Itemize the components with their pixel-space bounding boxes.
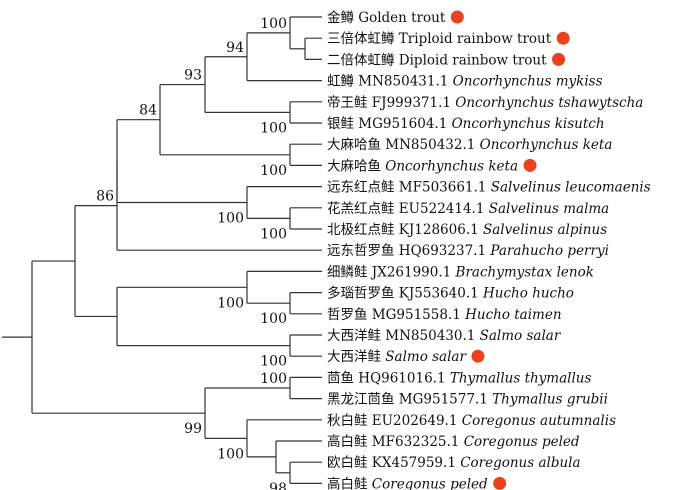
bootstrap-c_thym_coreg: 99 bbox=[184, 421, 202, 437]
taxon-label: 高白鲑 MF632325.1 Coregonus peled bbox=[327, 433, 580, 450]
bootstrap-values: 1009410093100841001008610010010010098100… bbox=[96, 16, 287, 490]
taxon-label: 大西洋鲑 Salmo salar bbox=[327, 349, 467, 365]
taxon-label: 多瑙哲罗鱼 KJ553640.1 Hucho hucho bbox=[327, 285, 574, 302]
bootstrap-c_malma: 100 bbox=[260, 226, 287, 242]
taxon-label: 高白鲑 Coregonus peled bbox=[327, 475, 488, 490]
taxon-label: 大麻哈鱼 MN850432.1 Oncorhynchus keta bbox=[327, 136, 612, 153]
tree-branches bbox=[2, 16, 322, 484]
sample-marker-dot bbox=[556, 31, 570, 45]
taxon-label: 远东红点鲑 MF503661.1 Salvelinus leucomaenis bbox=[327, 180, 651, 196]
taxon-label: 金鳟 Golden trout bbox=[327, 10, 446, 26]
taxon-label: 黑龙江茴鱼 MG951577.1 Thymallus grubii bbox=[327, 391, 608, 408]
bootstrap-c_salmo: 100 bbox=[260, 354, 287, 370]
bootstrap-c_thym: 100 bbox=[260, 371, 287, 387]
taxon-label: 欧白鲑 KX457959.1 Coregonus albula bbox=[327, 455, 581, 471]
taxon-label: 帝王鲑 FJ999371.1 Oncorhynchus tshawytscha bbox=[327, 95, 643, 111]
bootstrap-c_golden: 100 bbox=[260, 16, 287, 32]
sample-marker-dot bbox=[552, 52, 566, 66]
bootstrap-c_para: 86 bbox=[96, 189, 114, 205]
bootstrap-c_keta: 100 bbox=[260, 163, 287, 179]
sample-marker-dot bbox=[471, 349, 485, 363]
sample-marker-dot bbox=[493, 476, 507, 490]
sample-markers bbox=[450, 10, 570, 490]
taxon-label: 茴鱼 HQ961016.1 Thymallus thymallus bbox=[327, 369, 591, 386]
sample-marker-dot bbox=[450, 10, 464, 24]
bootstrap-c_mykiss_kisutch: 93 bbox=[184, 68, 202, 84]
taxon-label: 秋白鲑 EU202649.1 Coregonus autumnalis bbox=[327, 413, 616, 429]
taxon-label: 哲罗鱼 MG951558.1 Hucho taimen bbox=[327, 306, 562, 323]
taxon-label: 北极红点鲑 KJ128606.1 Salvelinus alpinus bbox=[327, 222, 607, 238]
bootstrap-c_salv: 100 bbox=[217, 211, 244, 227]
taxon-labels: 金鳟 Golden trout 三倍体虹鳟 Triploid rainbow tr… bbox=[327, 10, 651, 490]
taxon-label: 银鲑 MG951604.1 Oncorhynchus kisutch bbox=[327, 116, 605, 132]
taxon-label: 三倍体虹鳟 Triploid rainbow trout bbox=[327, 31, 552, 47]
bootstrap-c_onco: 84 bbox=[139, 103, 157, 119]
bootstrap-c_brach: 100 bbox=[217, 295, 244, 311]
sample-marker-dot bbox=[523, 158, 537, 172]
taxon-label: 大西洋鲑 MN850430.1 Salmo salar bbox=[327, 328, 562, 344]
taxon-label: 二倍体虹鳟 Diploid rainbow trout bbox=[327, 52, 547, 68]
taxon-label: 大麻哈鱼 Oncorhynchus keta bbox=[327, 157, 518, 174]
taxon-label: 细鳞鲑 JX261990.1 Brachymystax lenok bbox=[327, 264, 594, 280]
bootstrap-c_mykiss: 94 bbox=[226, 40, 244, 56]
taxon-label: 花羔红点鲑 EU522414.1 Salvelinus malma bbox=[327, 201, 609, 217]
bootstrap-c_hucho: 100 bbox=[260, 311, 287, 327]
bootstrap-c_coreg: 100 bbox=[217, 446, 244, 462]
taxon-label: 远东哲罗鱼 HQ693237.1 Parahucho perryi bbox=[327, 242, 609, 259]
taxon-label: 虹鳟 MN850431.1 Oncorhynchus mykiss bbox=[327, 74, 603, 90]
bootstrap-c_kisutch: 100 bbox=[260, 120, 287, 136]
bootstrap-c_peled: 98 bbox=[269, 481, 287, 490]
